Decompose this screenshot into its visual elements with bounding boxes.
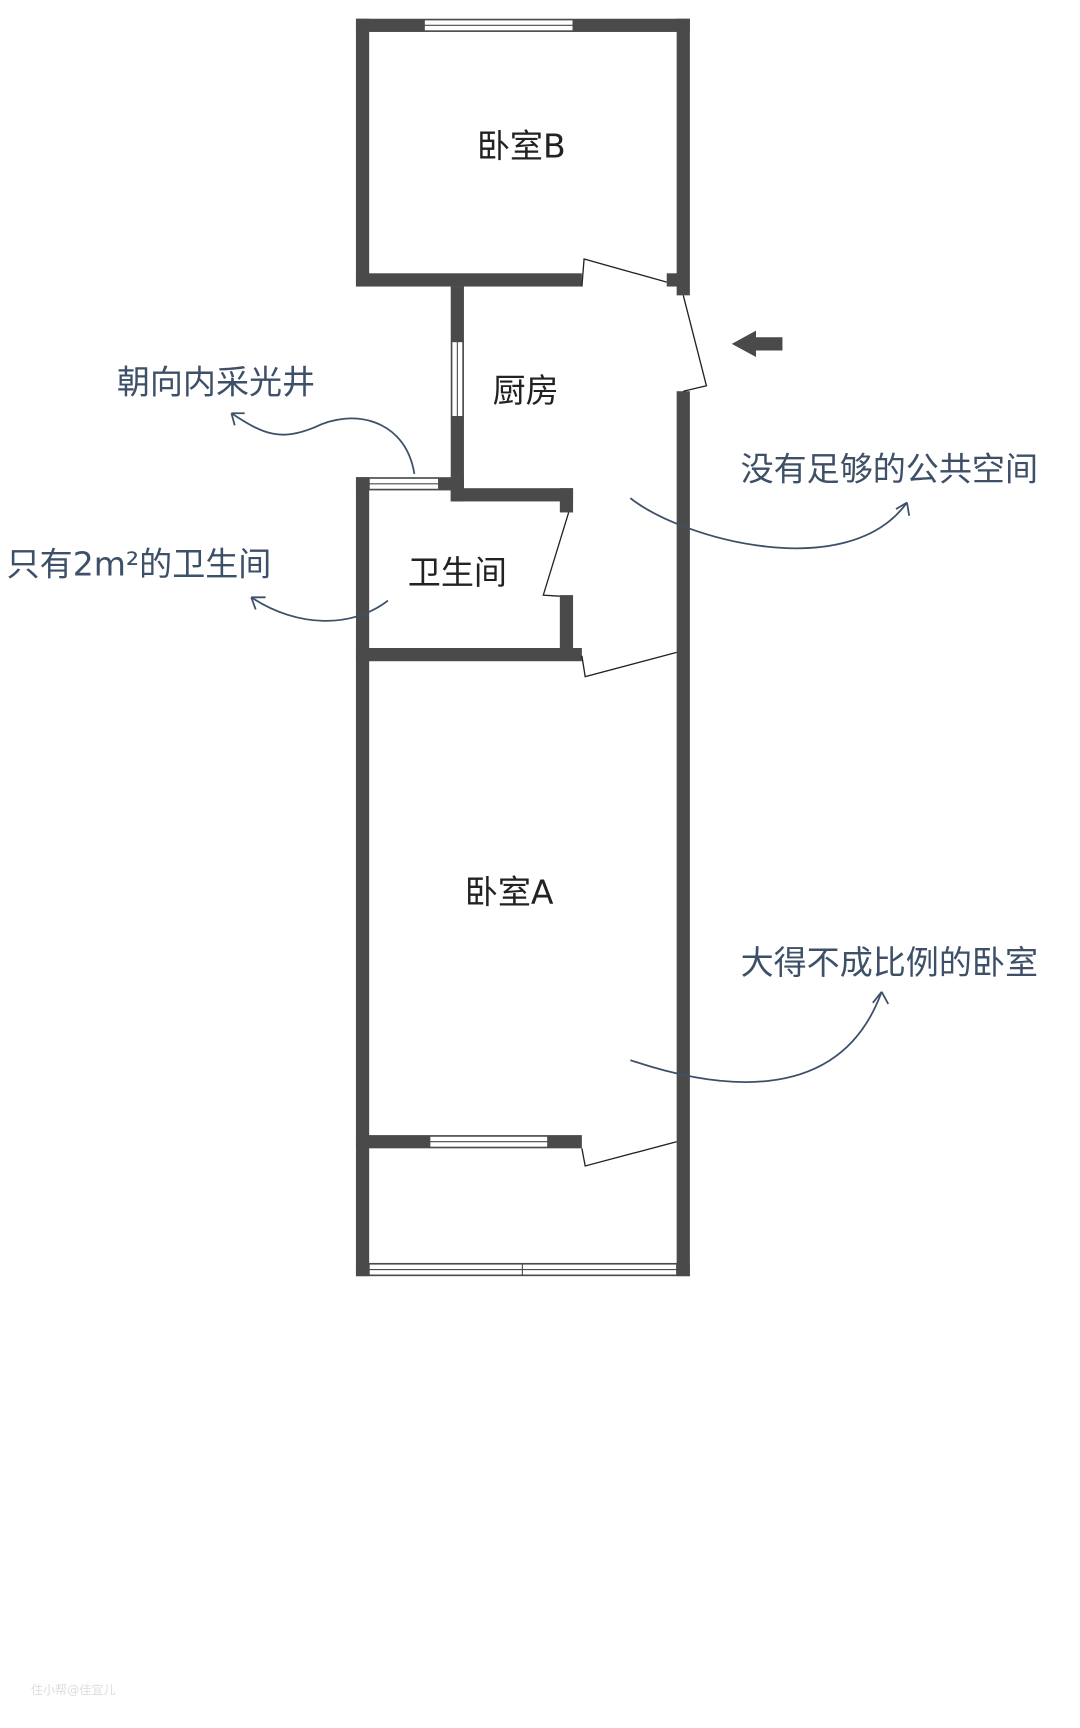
annotation-bedroom-ratio: 大得不成比例的卧室 [741, 943, 1038, 982]
room-label-bathroom: 卫生间 [408, 553, 507, 592]
entrance-arrow-icon [731, 330, 783, 358]
annotation-bathroom-size: 只有2m²的卫生间 [7, 544, 272, 583]
room-label-bedroom-b: 卧室B [477, 127, 566, 166]
doors [542, 258, 708, 1167]
walls [355, 18, 690, 1277]
annotation-public-space: 没有足够的公共空间 [741, 449, 1038, 488]
room-label-kitchen: 厨房 [493, 371, 559, 410]
watermark: 住小帮@佳宜儿 [31, 1682, 116, 1697]
annotation-lines [230, 412, 911, 1083]
room-label-bedroom-a: 卧室A [465, 873, 554, 912]
annotation-lightwell: 朝向内采光井 [117, 362, 315, 401]
windows [368, 19, 678, 1276]
